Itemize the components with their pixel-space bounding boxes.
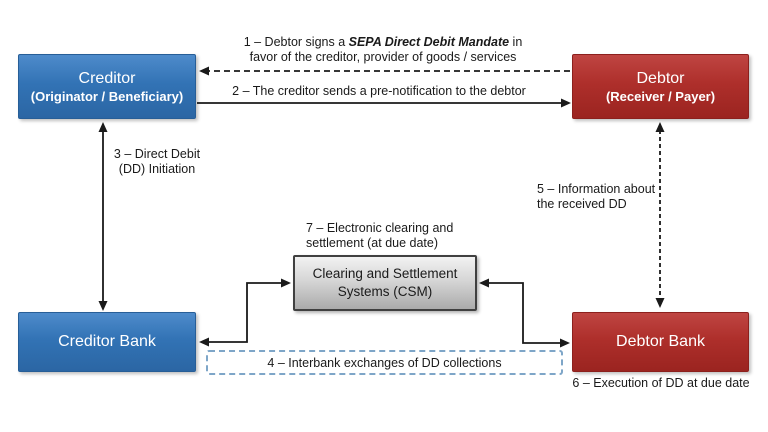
creditor-box: Creditor (Originator / Beneficiary) <box>18 54 196 119</box>
interbank-exchange-zone: 4 – Interbank exchanges of DD collection… <box>206 350 563 375</box>
step1-line1: 1 – Debtor signs a SEPA Direct Debit Man… <box>243 35 523 49</box>
debtor-box: Debtor (Receiver / Payer) <box>572 54 749 119</box>
csm-title-line1: Clearing and Settlement <box>312 266 458 282</box>
creditor-bank-csm-connector <box>206 282 284 343</box>
debtor-bank-box: Debtor Bank <box>572 312 749 372</box>
step1-label: 1 – Debtor signs a SEPA Direct Debit Man… <box>222 35 544 65</box>
step2-label: 2 – The creditor sends a pre-notificatio… <box>232 84 526 98</box>
step5-label: 5 – Information about the received DD <box>537 182 656 211</box>
csm-title-line2: Systems (CSM) <box>337 284 433 299</box>
csm-box: Clearing and Settlement Systems (CSM) <box>293 255 477 311</box>
arrowheads <box>98 66 665 348</box>
creditor-bank-box: Creditor Bank <box>18 312 196 372</box>
creditor-subtitle: (Originator / Beneficiary) <box>30 88 184 104</box>
step3-label: 3 – Direct Debit (DD) Initiation <box>113 147 201 176</box>
debtor-title: Debtor <box>636 69 685 87</box>
debtor-subtitle: (Receiver / Payer) <box>605 88 716 104</box>
step7-label: 7 – Electronic clearing and settlement (… <box>306 221 454 250</box>
creditor-bank-title: Creditor Bank <box>58 333 156 350</box>
step4-label: 4 – Interbank exchanges of DD collection… <box>267 355 502 370</box>
sepa-mandate-emphasis: SEPA Direct Debit Mandate <box>348 35 510 49</box>
step6-label: 6 – Execution of DD at due date <box>572 376 750 390</box>
creditor-title: Creditor <box>78 69 136 87</box>
csm-debtor-bank-connector <box>486 282 563 344</box>
debtor-bank-title: Debtor Bank <box>616 333 705 350</box>
step1-line2: favor of the creditor, provider of goods… <box>249 49 517 64</box>
